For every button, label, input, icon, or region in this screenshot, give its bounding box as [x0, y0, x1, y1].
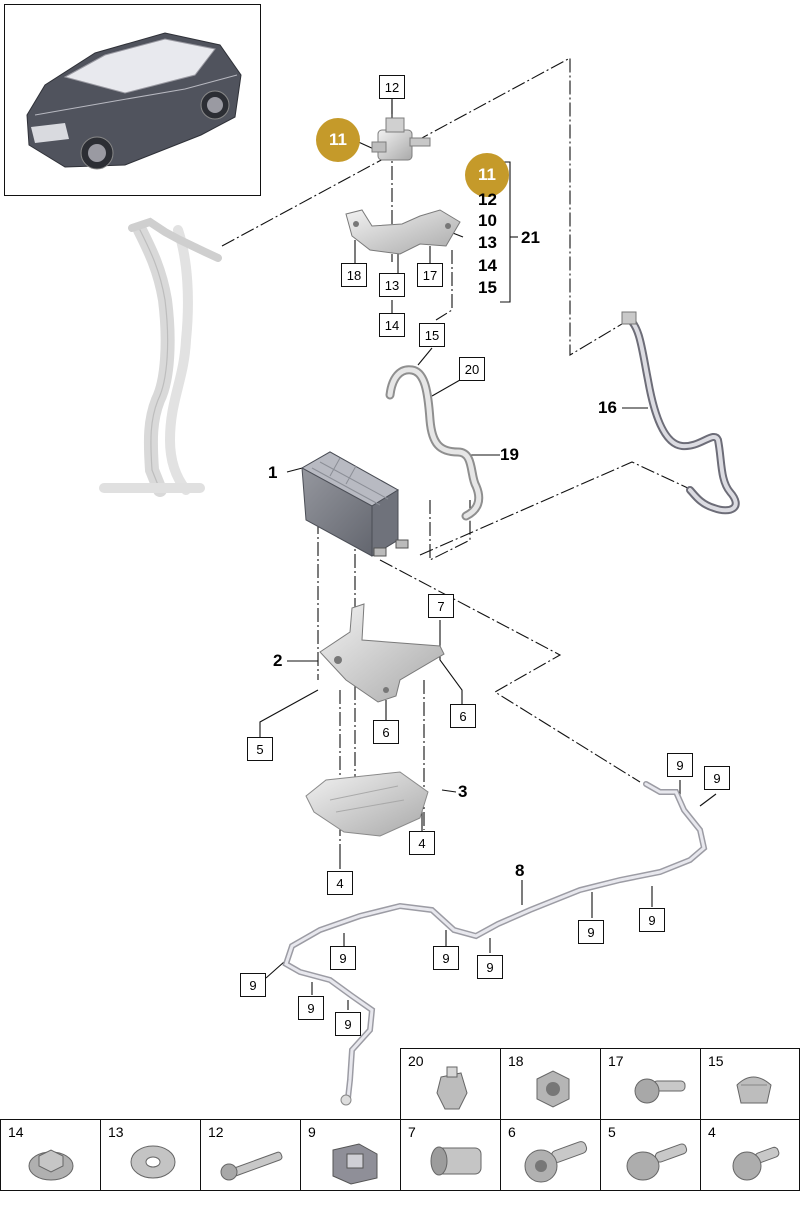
label-19[interactable]: 19 [500, 445, 519, 464]
charcoal-canister [300, 451, 409, 557]
label-8[interactable]: 8 [515, 861, 525, 880]
label-13[interactable]: 13 [478, 233, 497, 252]
flange-nut-icon [28, 1149, 74, 1181]
label-1[interactable]: 1 [268, 463, 278, 482]
car-icon [26, 32, 242, 170]
part-number: 18 [508, 1053, 524, 1069]
part-number: 13 [108, 1124, 124, 1140]
callout-9-f[interactable]: 9 [477, 955, 503, 979]
bolt-icon [634, 1078, 686, 1104]
purge-valve [371, 117, 431, 161]
callout-9-e[interactable]: 9 [433, 946, 459, 970]
callout-9-g[interactable]: 9 [330, 946, 356, 970]
long-bolt-icon [220, 1151, 283, 1181]
rivet-nut-icon [430, 1146, 482, 1176]
hose-19 [385, 365, 484, 521]
callout-20[interactable]: 20 [459, 357, 485, 381]
filler-pipe [99, 217, 222, 497]
label-2[interactable]: 2 [273, 651, 283, 670]
part-number: 20 [408, 1053, 424, 1069]
part-cell-12[interactable]: 12 [200, 1119, 301, 1191]
part-cell-13[interactable]: 13 [100, 1119, 201, 1191]
callout-9-h[interactable]: 9 [240, 973, 266, 997]
part-number: 5 [608, 1124, 616, 1140]
label-3[interactable]: 3 [458, 782, 468, 801]
label-21[interactable]: 21 [521, 228, 540, 247]
callout-12[interactable]: 12 [379, 75, 405, 99]
label-16[interactable]: 16 [598, 398, 617, 417]
torx-bolt-icon [524, 1141, 588, 1183]
callout-6-right[interactable]: 6 [450, 704, 476, 728]
canister-bracket [319, 603, 445, 703]
part-number: 4 [708, 1124, 716, 1140]
callout-9-i[interactable]: 9 [298, 996, 324, 1020]
callout-badge-11-left[interactable]: 11 [316, 118, 360, 162]
callout-6-mid[interactable]: 6 [373, 720, 399, 744]
callout-17[interactable]: 17 [417, 263, 443, 287]
part-cell-20[interactable]: 20 [400, 1048, 501, 1120]
vehicle-thumbnail [4, 4, 261, 196]
hex-nut-icon [536, 1070, 570, 1108]
callout-badge-11-right[interactable]: 11 [465, 153, 509, 197]
callout-9-c[interactable]: 9 [639, 908, 665, 932]
callout-4-left[interactable]: 4 [327, 871, 353, 895]
part-cell-7[interactable]: 7 [400, 1119, 501, 1191]
part-number: 17 [608, 1053, 624, 1069]
label-15[interactable]: 15 [478, 278, 497, 297]
part-cell-15[interactable]: 15 [700, 1048, 800, 1120]
callout-15[interactable]: 15 [419, 323, 445, 347]
callout-13[interactable]: 13 [379, 273, 405, 297]
callout-7[interactable]: 7 [428, 594, 454, 618]
clip-icon [332, 1143, 378, 1185]
hose-16 [621, 311, 740, 515]
part-cell-17[interactable]: 17 [600, 1048, 701, 1120]
callout-9-j[interactable]: 9 [335, 1012, 361, 1036]
part-number: 6 [508, 1124, 516, 1140]
part-cell-6[interactable]: 6 [500, 1119, 601, 1191]
label-10[interactable]: 10 [478, 211, 497, 230]
fuel-line-8 [282, 781, 708, 1106]
clip-icon [436, 1066, 468, 1110]
part-cell-14[interactable]: 14 [0, 1119, 101, 1191]
part-number: 15 [708, 1053, 724, 1069]
callout-5[interactable]: 5 [247, 737, 273, 761]
part-cell-5[interactable]: 5 [600, 1119, 701, 1191]
part-cell-18[interactable]: 18 [500, 1048, 601, 1120]
part-cell-4[interactable]: 4 [700, 1119, 800, 1191]
heat-shield [305, 771, 429, 837]
callout-9-b[interactable]: 9 [704, 766, 730, 790]
clip-icon [736, 1076, 772, 1104]
callout-9-d[interactable]: 9 [578, 920, 604, 944]
part-number: 7 [408, 1124, 416, 1140]
short-bolt-icon [732, 1146, 780, 1181]
flange-bolt-icon [626, 1143, 688, 1181]
callout-18[interactable]: 18 [341, 263, 367, 287]
part-number: 12 [208, 1124, 224, 1140]
callout-4-right[interactable]: 4 [409, 831, 435, 855]
part-number: 9 [308, 1124, 316, 1140]
label-14[interactable]: 14 [478, 256, 497, 275]
callout-9-a[interactable]: 9 [667, 753, 693, 777]
callout-14[interactable]: 14 [379, 313, 405, 337]
valve-bracket [345, 209, 461, 255]
label-12[interactable]: 12 [478, 190, 497, 209]
washer-icon [130, 1145, 176, 1179]
part-number: 14 [8, 1124, 24, 1140]
part-cell-9[interactable]: 9 [300, 1119, 401, 1191]
